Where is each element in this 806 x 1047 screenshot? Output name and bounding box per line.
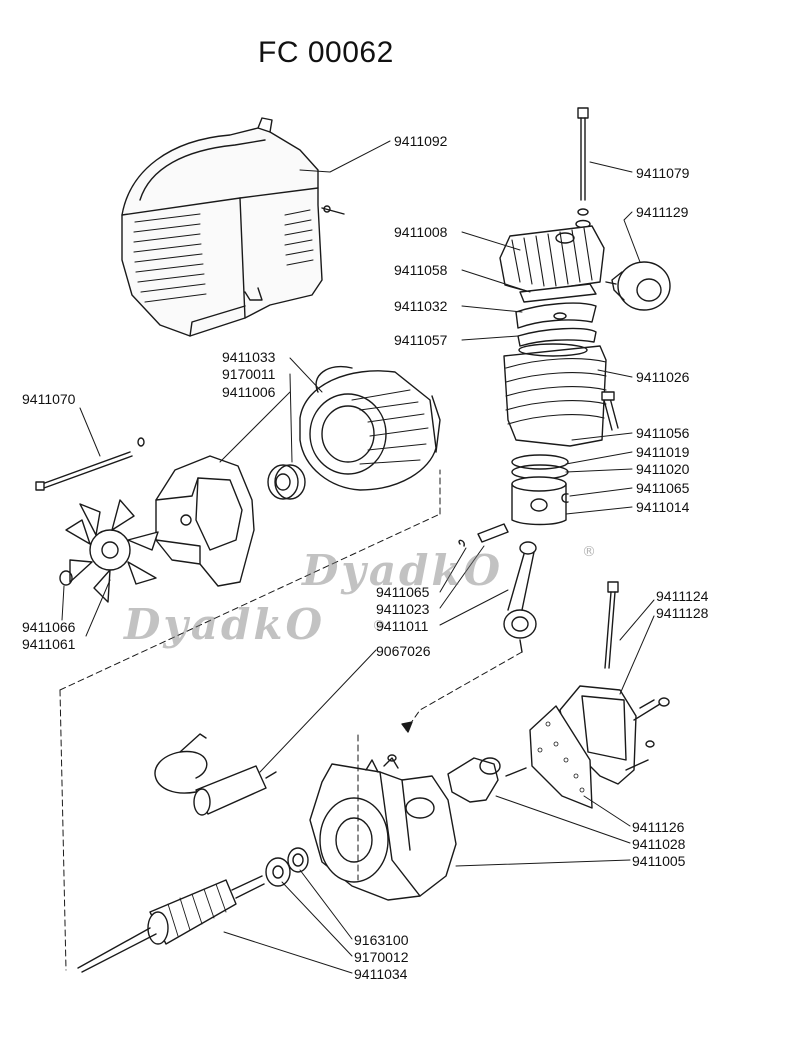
- label-9411005: 9411005: [632, 853, 686, 869]
- label-9411023: 9411023: [376, 601, 430, 617]
- fan-housing: [155, 455, 255, 587]
- label-9411028: 9411028: [632, 836, 686, 852]
- label-9411026: 9411026: [636, 369, 690, 385]
- shroud-cover: [121, 117, 323, 337]
- label-9411079: 9411079: [636, 165, 690, 181]
- leader-lines: [61, 140, 655, 974]
- cooling-fan: [65, 499, 159, 603]
- label-9411061: 9411061: [22, 636, 76, 652]
- label-9411058: 9411058: [394, 262, 448, 278]
- label-9163100: 9163100: [354, 932, 409, 948]
- label-9411020: 9411020: [636, 461, 690, 477]
- label-9411032: 9411032: [394, 298, 448, 314]
- piston-clip: [561, 493, 569, 503]
- bearing-lower: [265, 857, 291, 887]
- label-9411008: 9411008: [394, 224, 448, 240]
- watermark-registered-lower: ®: [372, 618, 386, 634]
- cylinder-head: [499, 225, 605, 293]
- fan-clip: [59, 570, 73, 586]
- piston-pin: [458, 523, 509, 547]
- label-9411011: 9411011: [376, 618, 429, 634]
- watermark-registered-upper: ®: [582, 544, 596, 560]
- label-9411126: 9411126: [632, 819, 685, 835]
- head-gasket: [519, 283, 597, 303]
- watermark-lower: DyadkO: [124, 600, 326, 649]
- label-9411057: 9411057: [394, 332, 448, 348]
- connecting-rod: [503, 541, 537, 653]
- label-9170012: 9170012: [354, 949, 409, 965]
- head-bolt-long: [575, 107, 591, 229]
- label-9411092: 9411092: [394, 133, 448, 149]
- label-9411034: 9411034: [354, 966, 408, 982]
- crank-eccentric: [447, 757, 527, 803]
- label-9411129: 9411129: [636, 204, 689, 220]
- label-9411066: 9411066: [22, 619, 76, 635]
- valve-plate: [515, 302, 597, 329]
- diagram-title: FC 00062: [258, 36, 394, 69]
- shaft-seal: [287, 847, 309, 873]
- label-9411006: 9411006: [222, 384, 276, 400]
- label-9411065-pin: 9411065: [376, 584, 430, 600]
- cover-screw: [321, 205, 345, 215]
- label-9411124: 9411124: [656, 588, 709, 604]
- tie-rod: [35, 437, 145, 491]
- cylinder-screw: [601, 391, 619, 431]
- watermark-upper: DyadkO: [302, 546, 504, 595]
- label-9411070: 9411070: [22, 391, 76, 407]
- label-9411033: 9411033: [222, 349, 276, 365]
- label-9411128: 9411128: [656, 605, 709, 621]
- intake-filter: [605, 261, 671, 311]
- label-9411065-piston: 9411065: [636, 480, 690, 496]
- cylinder-gasket: [517, 327, 597, 347]
- label-9411056: 9411056: [636, 425, 690, 441]
- stator: [299, 366, 441, 491]
- label-9067026: 9067026: [376, 643, 431, 659]
- label-9170011: 9170011: [222, 366, 276, 382]
- assembly-arrow: [401, 721, 413, 733]
- cylinder: [503, 343, 607, 447]
- dipstick: [604, 581, 619, 669]
- piston: [511, 476, 567, 526]
- capacitor: [154, 733, 277, 816]
- label-9411014: 9411014: [636, 499, 690, 515]
- bearing-upper: [267, 464, 306, 500]
- crankcase: [309, 754, 457, 901]
- piston-rings: [511, 454, 569, 480]
- label-9411019: 9411019: [636, 444, 690, 460]
- rotor: [77, 875, 265, 973]
- cover-gasket: [529, 705, 593, 809]
